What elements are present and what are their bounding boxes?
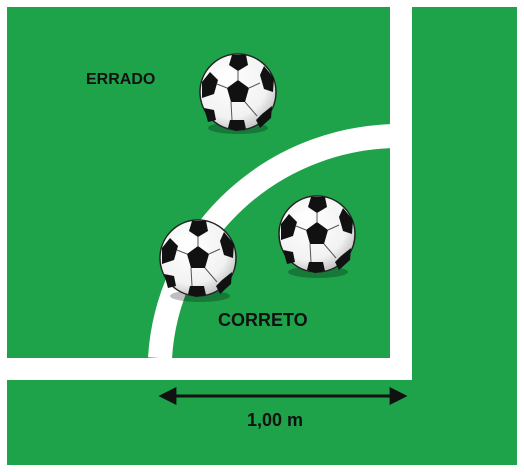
- soccer-ball-correto-inside: [278, 195, 356, 274]
- corner-arc: [148, 123, 402, 359]
- soccer-ball-errado: [199, 53, 277, 132]
- soccer-ball-correto-on-arc: [159, 219, 237, 298]
- distance-label: 1,00 m: [247, 410, 303, 430]
- label-correct: CORRETO: [218, 310, 308, 330]
- goal-line: [7, 358, 412, 380]
- label-wrong: ERRADO: [86, 71, 155, 88]
- touchline: [390, 7, 412, 380]
